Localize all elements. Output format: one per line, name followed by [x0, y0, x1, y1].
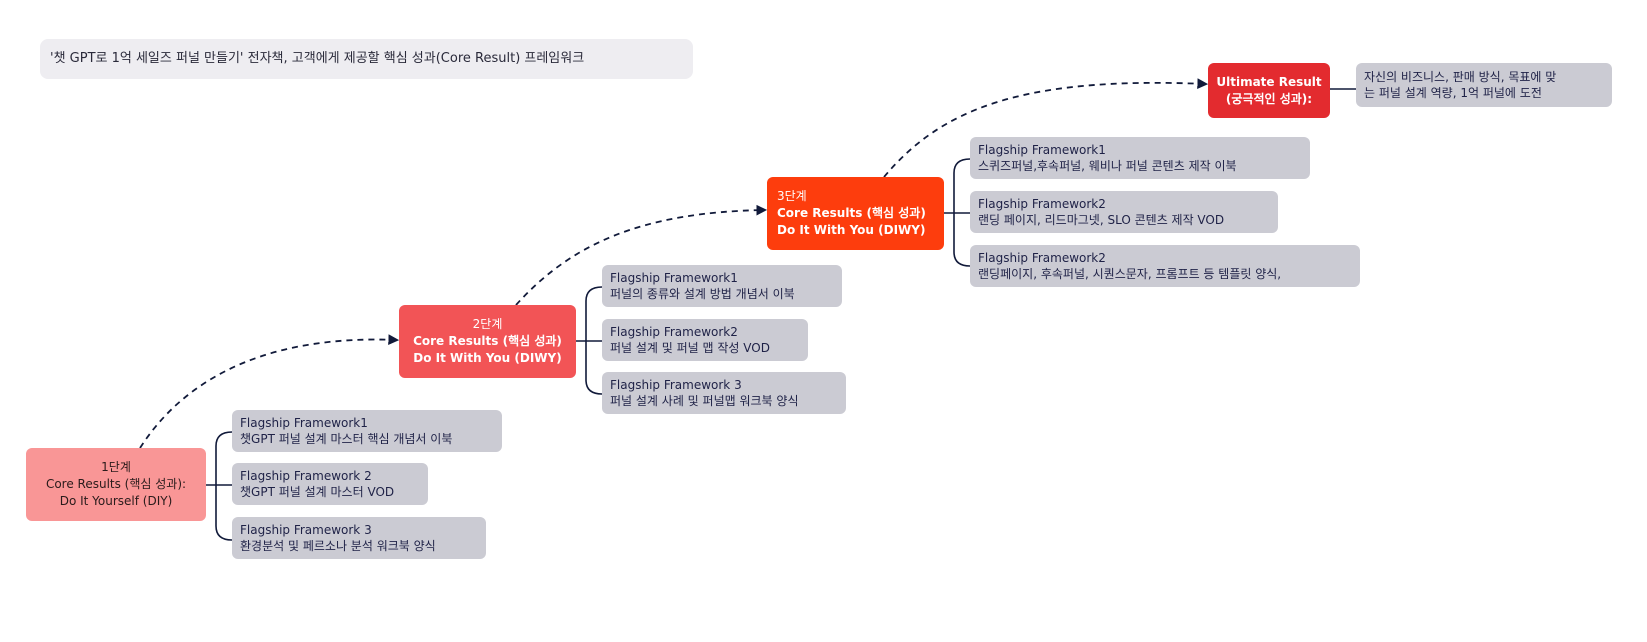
- stage-1-framework-2[interactable]: Flagship Framework 2 챗GPT 퍼널 설계 마스터 VOD: [232, 463, 428, 505]
- branch-stage1: [206, 431, 233, 541]
- framework-title: Flagship Framework1: [978, 143, 1106, 157]
- ultimate-desc-line2: 는 퍼널 설계 역량, 1억 퍼널에 도전: [1364, 86, 1542, 100]
- page-title: '챗 GPT로 1억 세일즈 퍼널 만들기' 전자책, 고객에게 제공할 핵심 …: [40, 39, 693, 79]
- arrow-stage1-to-stage2: [139, 334, 400, 449]
- framework-title: Flagship Framework 2: [240, 469, 372, 483]
- framework-desc: 랜딩페이지, 후속퍼널, 시퀀스문자, 프롬프트 등 템플릿 양식,: [978, 267, 1282, 281]
- framework-title: Flagship Framework2: [978, 197, 1106, 211]
- stage-3-framework-2[interactable]: Flagship Framework2 랜딩 페이지, 리드마그넷, SLO 콘…: [970, 191, 1278, 233]
- arrow-stage2-to-stage3: [515, 204, 768, 306]
- ultimate-sublabel: (궁극적인 성과):: [1225, 91, 1313, 106]
- stage-1-framework-3[interactable]: Flagship Framework 3 환경분석 및 페르소나 분석 워크북 …: [232, 517, 486, 559]
- ultimate-result-desc[interactable]: 자신의 비즈니스, 판매 방식, 목표에 맞 는 퍼널 설계 역량, 1억 퍼널…: [1356, 63, 1612, 107]
- framework-desc: 스퀴즈퍼널,후속퍼널, 웨비나 퍼널 콘텐츠 제작 이북: [978, 159, 1237, 173]
- stage-1-node[interactable]: 1단계 Core Results (핵심 성과): Do It Yourself…: [26, 448, 206, 521]
- stage-core-results: Core Results (핵심 성과):: [45, 477, 187, 491]
- ultimate-result-node[interactable]: Ultimate Result (궁극적인 성과):: [1208, 63, 1330, 118]
- framework-title: Flagship Framework1: [240, 416, 368, 430]
- branch-stage2: [576, 286, 603, 395]
- stage-mode: Do It With You (DIWY): [777, 223, 926, 237]
- framework-title: Flagship Framework1: [610, 271, 738, 285]
- ultimate-label: Ultimate Result: [1216, 74, 1322, 89]
- arrow-stage3-to-ultimate: [883, 78, 1209, 178]
- stage-label: 3단계: [777, 189, 807, 203]
- stage-label: 1단계: [101, 460, 131, 474]
- stage-2-framework-3[interactable]: Flagship Framework 3 퍼널 설계 사례 및 퍼널맵 워크북 …: [602, 372, 846, 414]
- stage-3-framework-1[interactable]: Flagship Framework1 스퀴즈퍼널,후속퍼널, 웨비나 퍼널 콘…: [970, 137, 1310, 179]
- ultimate-desc-line1: 자신의 비즈니스, 판매 방식, 목표에 맞: [1364, 70, 1557, 84]
- framework-title: Flagship Framework 3: [610, 378, 742, 392]
- stage-2-framework-2[interactable]: Flagship Framework2 퍼널 설계 및 퍼널 맵 작성 VOD: [602, 319, 808, 361]
- framework-desc: 퍼널 설계 및 퍼널 맵 작성 VOD: [610, 341, 770, 355]
- stage-label: 2단계: [472, 317, 503, 331]
- stage-1-framework-1[interactable]: Flagship Framework1 챗GPT 퍼널 설계 마스터 핵심 개념…: [232, 410, 502, 452]
- stage-mode: Do It Yourself (DIY): [59, 494, 173, 508]
- stage-3-framework-3[interactable]: Flagship Framework2 랜딩페이지, 후속퍼널, 시퀀스문자, …: [970, 245, 1360, 287]
- stage-mode: Do It With You (DIWY): [413, 351, 562, 365]
- stage-3-node[interactable]: 3단계 Core Results (핵심 성과) Do It With You …: [767, 177, 944, 250]
- branch-stage3: [944, 158, 971, 267]
- framework-desc: 환경분석 및 페르소나 분석 워크북 양식: [240, 539, 436, 553]
- stage-core-results: Core Results (핵심 성과): [413, 334, 562, 348]
- framework-title: Flagship Framework 3: [240, 523, 372, 537]
- framework-desc: 퍼널 설계 사례 및 퍼널맵 워크북 양식: [610, 394, 799, 408]
- framework-desc: 챗GPT 퍼널 설계 마스터 핵심 개념서 이북: [240, 432, 453, 446]
- stage-2-node[interactable]: 2단계 Core Results (핵심 성과) Do It With You …: [399, 305, 576, 378]
- framework-desc: 챗GPT 퍼널 설계 마스터 VOD: [240, 485, 395, 499]
- stage-2-framework-1[interactable]: Flagship Framework1 퍼널의 종류와 설계 방법 개념서 이북: [602, 265, 842, 307]
- framework-title: Flagship Framework2: [610, 325, 738, 339]
- framework-desc: 퍼널의 종류와 설계 방법 개념서 이북: [610, 287, 795, 301]
- framework-desc: 랜딩 페이지, 리드마그넷, SLO 콘텐츠 제작 VOD: [978, 213, 1225, 227]
- stage-core-results: Core Results (핵심 성과): [777, 206, 926, 220]
- framework-title: Flagship Framework2: [978, 251, 1106, 265]
